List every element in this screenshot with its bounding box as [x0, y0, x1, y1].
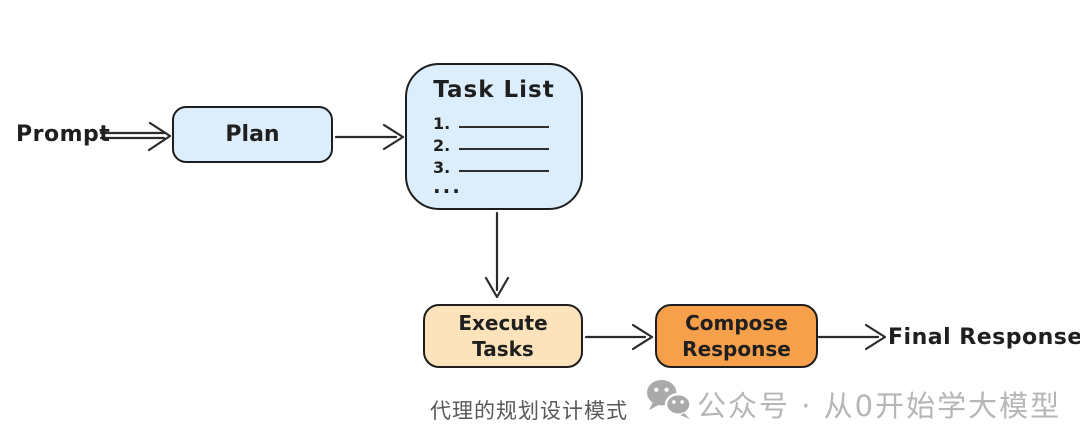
task-item-number: 3. — [433, 158, 451, 177]
plan-node-label: Plan — [225, 122, 280, 147]
task-list-node: Task List 1. 2. 3. ... — [405, 63, 583, 210]
wechat-icon — [647, 379, 692, 420]
arrow-tasklist-to-execute — [484, 211, 510, 299]
compose-node-label-line1: Compose — [685, 311, 788, 335]
prompt-label: Prompt — [16, 122, 111, 147]
arrow-prompt-to-plan — [99, 121, 172, 152]
task-item-number: 2. — [433, 136, 451, 155]
diagram-caption: 代理的规划设计模式 — [430, 399, 628, 423]
task-item-blank-line — [459, 148, 549, 150]
task-list-title: Task List — [433, 77, 555, 103]
task-list-item: 1. — [433, 112, 549, 132]
execute-node-label-line2: Tasks — [472, 337, 534, 361]
final-response-label: Final Response — [888, 325, 1080, 350]
task-item-blank-line — [459, 170, 549, 172]
task-item-number: 1. — [433, 114, 451, 133]
execute-node-label-line1: Execute — [458, 311, 548, 335]
arrow-execute-to-compose — [584, 323, 654, 351]
execute-tasks-node: Execute Tasks — [423, 304, 583, 368]
task-list-ellipsis: ... — [433, 174, 462, 198]
task-list-item: 2. — [433, 134, 549, 154]
plan-node: Plan — [172, 106, 333, 163]
arrow-compose-to-final — [817, 323, 887, 351]
compose-response-node: Compose Response — [655, 304, 818, 368]
task-item-blank-line — [459, 126, 549, 128]
arrow-plan-to-tasklist — [334, 123, 405, 151]
compose-node-label-line2: Response — [682, 337, 791, 361]
watermark-text: 公众号 · 从0开始学大模型 — [697, 389, 1062, 423]
task-list-item: 3. — [433, 156, 549, 176]
